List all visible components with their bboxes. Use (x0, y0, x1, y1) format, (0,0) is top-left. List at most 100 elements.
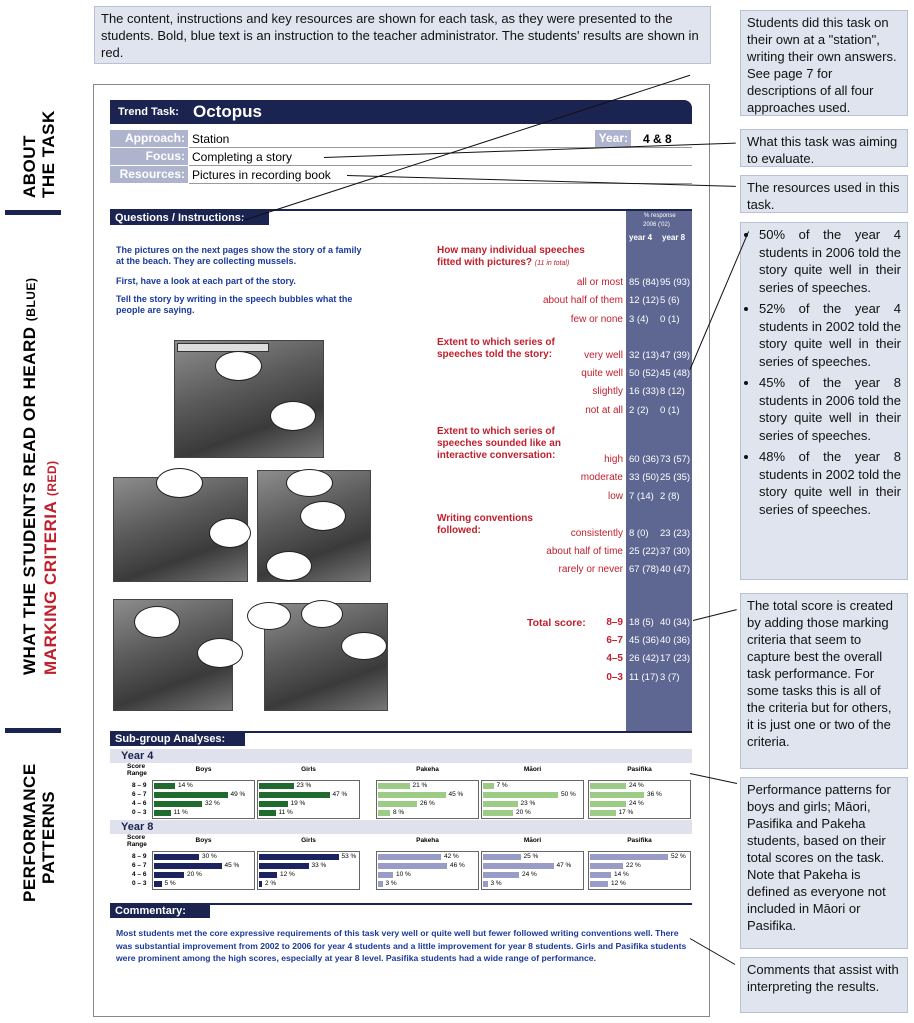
score-range: 0 – 3 (132, 809, 147, 816)
group-bar (590, 783, 626, 789)
value-y4: 50 (52) (629, 368, 660, 379)
criterion-question: Extent to which series of speeches told … (437, 337, 555, 360)
group-bar (154, 810, 171, 816)
group-bar-value: 50 % (561, 791, 576, 798)
sidebar-rule-1 (5, 210, 61, 215)
group-bar-value: 14 % (178, 782, 193, 789)
callout-patterns: Performance patterns for boys and girls;… (740, 777, 908, 949)
criterion-label: slightly (592, 386, 623, 397)
side-about-line1: ABOUT (20, 135, 39, 198)
bullet-item: 45% of the year 8 students in 2006 told … (759, 374, 901, 444)
group-bar-value: 42 % (444, 853, 459, 860)
group-bar (378, 872, 393, 878)
row-rule (189, 183, 692, 184)
section-rule (110, 731, 692, 733)
row-rule (189, 165, 692, 166)
group-bar-value: 32 % (205, 800, 220, 807)
score-range: 4 – 6 (132, 800, 147, 807)
speech-bubble (209, 518, 251, 548)
year4-band (110, 749, 692, 763)
callout-patterns-text: Performance patterns for boys and girls;… (747, 782, 891, 933)
group-bar (590, 863, 623, 869)
value-y4: 3 (4) (629, 314, 649, 325)
group-bar (259, 863, 309, 869)
group-chart-box: 52 %22 %14 %12 % (588, 851, 691, 890)
speech-bubble (270, 401, 316, 431)
group-bar (590, 854, 668, 860)
group-bar (154, 872, 184, 878)
score-range: 6 – 7 (132, 862, 147, 869)
header-callout-text: The content, instructions and key resour… (101, 11, 699, 60)
callout-station: Students did this task on their own at a… (740, 10, 908, 116)
focus-label: Focus: (110, 148, 188, 165)
group-bar (154, 783, 175, 789)
group-bar-value: 3 % (385, 880, 397, 887)
group-bar (590, 792, 644, 798)
criterion-label: consistently (570, 528, 623, 539)
group-chart-box: 53 %33 %12 %2 % (257, 851, 360, 890)
value-y8: 17 (23) (660, 653, 691, 664)
value-y8: 73 (57) (660, 454, 691, 465)
speech-bubble (300, 501, 346, 531)
side-what-line1: WHAT THE STUDENTS READ OR HEARD (BLUE) (20, 278, 41, 675)
group-bar (483, 792, 558, 798)
criterion-label: not at all (585, 405, 623, 416)
criterion-label: very well (584, 350, 623, 361)
callout-aim-text: What this task was aiming to evaluate. (747, 134, 898, 166)
year-value: 4 & 8 (643, 132, 672, 146)
group-bar-value: 12 % (611, 880, 626, 887)
speech-bubble (266, 551, 312, 581)
instruction-2: First, have a look at each part of the s… (116, 276, 296, 286)
group-bar (590, 872, 611, 878)
group-bar (259, 881, 262, 887)
value-y4: 11 (17) (629, 672, 659, 683)
value-y4: 45 (36) (629, 635, 660, 646)
value-y8: 0 (1) (660, 405, 680, 416)
subgroup-header: Sub-group Analyses: (110, 732, 245, 746)
side-what-line2: MARKING CRITERIA (RED) (41, 278, 62, 675)
speech-bubble (247, 602, 291, 630)
bullet-item: 52% of the year 4 students in 2002 told … (759, 300, 901, 370)
group-bar (590, 881, 608, 887)
group-bar (378, 863, 447, 869)
commentary-text: Most students met the core expressive re… (116, 928, 687, 963)
total-range: 6–7 (606, 635, 623, 646)
section-rule (110, 209, 692, 211)
speech-bubble (156, 468, 203, 498)
value-y8: 3 (7) (660, 672, 680, 683)
criterion-label: rarely or never (558, 564, 623, 575)
speech-bubble (134, 606, 180, 638)
group-bar-value: 24 % (629, 782, 644, 789)
criterion-label: moderate (580, 472, 623, 483)
bullet-list: 50% of the year 4 students in 2006 told … (741, 223, 907, 521)
side-what-red: (RED) (45, 460, 59, 497)
group-bar-value: 30 % (202, 853, 217, 860)
group-bar-value: 49 % (230, 791, 246, 798)
commentary-header: Commentary: (110, 904, 210, 918)
group-chart-box: 30 %45 %20 %5 % (152, 851, 255, 890)
score-range: 6 – 7 (132, 791, 147, 798)
value-y8: 0 (1) (660, 314, 680, 325)
year8-label: Year 8 (121, 821, 154, 833)
story-picture-4 (113, 599, 243, 711)
response-years: 2006 ('02) (643, 222, 670, 228)
criterion-label: low (607, 491, 623, 502)
group-bar-value: 5 % (164, 880, 176, 887)
value-y8: 23 (23) (660, 528, 691, 539)
story-picture-2 (113, 468, 251, 582)
focus-value: Completing a story (192, 150, 293, 164)
group-chart-box: 24 %36 %24 %17 % (588, 780, 691, 819)
task-title-bar: Trend Task: Octopus (110, 100, 692, 124)
group-heading: Pasifika (627, 766, 652, 773)
task-title: Octopus (193, 102, 262, 121)
group-bar-value: 24 % (522, 871, 537, 878)
group-bar (590, 810, 616, 816)
group-bar-value: 7 % (496, 782, 508, 789)
group-heading: Boys (195, 766, 212, 773)
group-bar-value: 20 % (516, 809, 531, 816)
criterion-label: quite well (581, 368, 623, 379)
group-bar-value: 21 % (412, 782, 428, 789)
side-perf-line1: PERFORMANCE (20, 763, 39, 902)
value-y4: 18 (5) (629, 617, 654, 628)
side-what-text1: WHAT THE STUDENTS READ OR HEARD (20, 326, 39, 675)
